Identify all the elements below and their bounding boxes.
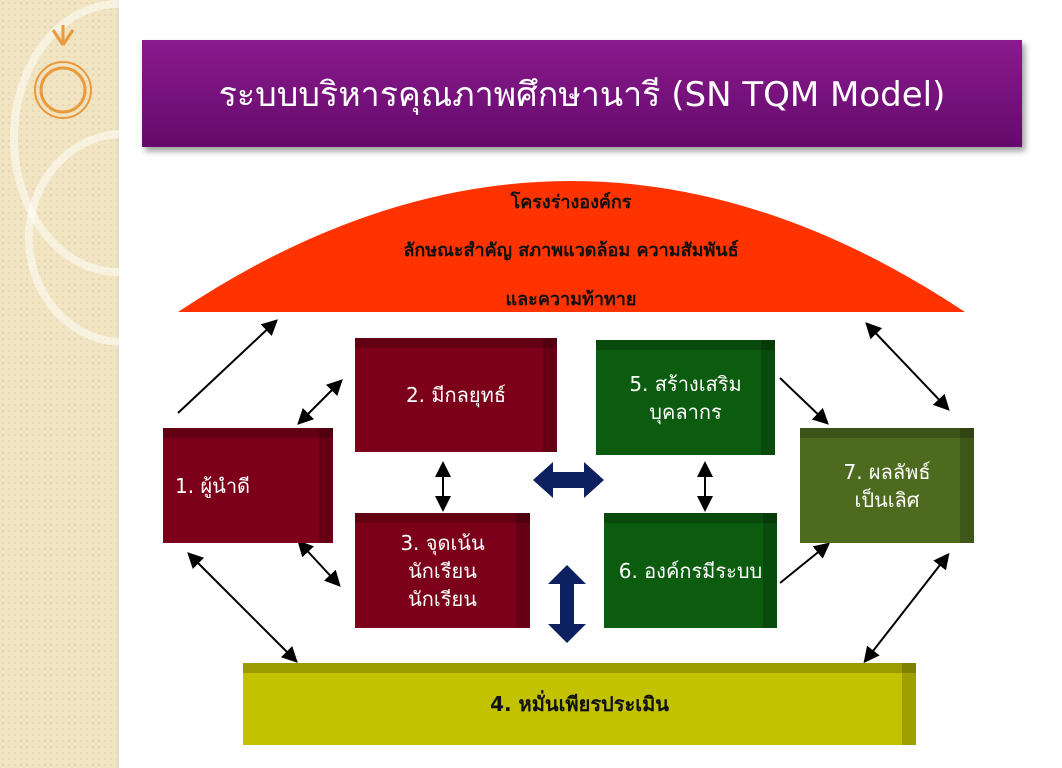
page-title: ระบบบริหารคุณภาพศึกษานารี (SN TQM Model) xyxy=(142,40,1022,147)
vertical-double-arrow xyxy=(548,565,586,643)
decor-ring xyxy=(25,130,221,346)
box-results: 7. ผลลัพธ์ เป็นเลิศ xyxy=(800,428,974,543)
box-student-focus: 3. จุดเน้นนักเรียน นักเรียน xyxy=(355,513,530,628)
arrow xyxy=(863,552,950,664)
school-logo-icon xyxy=(34,25,92,119)
arch-line-2: ลักษณะสำคัญ สภาพแวดล้อม ความสัมพันธ์ xyxy=(403,240,739,261)
arrow xyxy=(865,322,950,411)
arrow xyxy=(297,379,343,425)
box-strategy: 2. มีกลยุทธ์ xyxy=(355,338,557,452)
arch-shape xyxy=(178,181,965,312)
box-workforce: 5. สร้างเสริม บุคลากร xyxy=(596,340,775,455)
sidebar-decoration xyxy=(0,0,226,768)
horizontal-double-arrow xyxy=(533,462,604,498)
box-leadership: 1. ผู้นำดี xyxy=(163,428,333,543)
arrow xyxy=(297,540,341,587)
arrow xyxy=(177,319,278,414)
arch-line-1: โครงร่างองค์กร xyxy=(510,192,632,213)
arrow xyxy=(779,377,829,425)
arrow xyxy=(187,552,298,663)
box-measurement: 4. หมั่นเพียรประเมิน xyxy=(243,663,916,745)
arch-line-3: และความท้าทาย xyxy=(505,289,637,310)
arrow xyxy=(779,542,831,584)
box-operations: 6. องค์กรมีระบบ xyxy=(604,513,777,628)
